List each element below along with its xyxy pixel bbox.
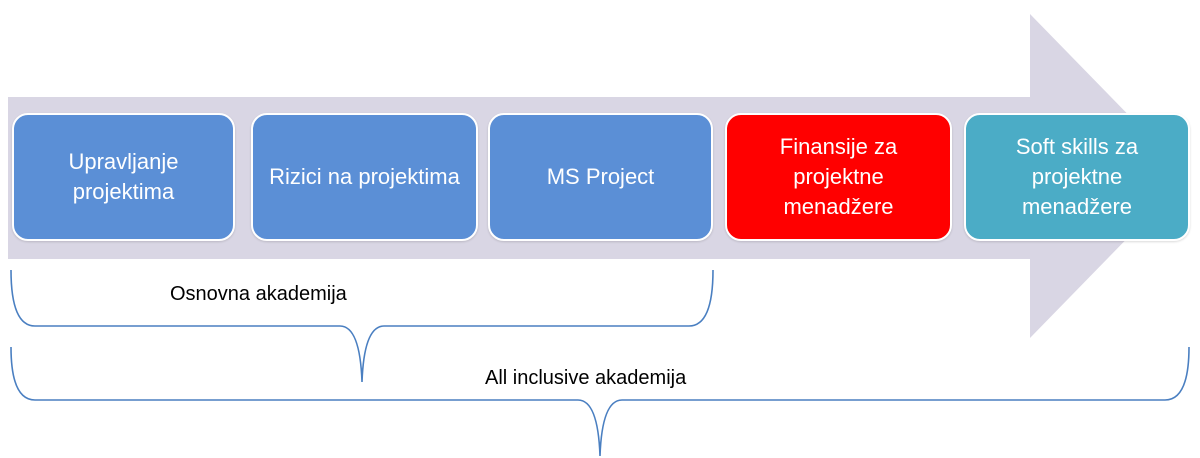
step-label: Soft skills za projektne menadžere — [1015, 134, 1139, 219]
brace-all-inclusive-akademija — [10, 346, 1190, 457]
step-rizici-na-projektima: Rizici na projektima — [251, 113, 478, 241]
step-soft-skills: Soft skills za projektne menadžere — [964, 113, 1190, 241]
group-label-osnovna-akademija: Osnovna akademija — [170, 283, 347, 305]
group-label-all-inclusive-akademija: All inclusive akademija — [485, 367, 687, 389]
brace-osnovna-akademija — [10, 269, 714, 383]
step-finansije: Finansije za projektne menadžere — [725, 113, 952, 241]
step-ms-project: MS Project — [488, 113, 713, 241]
step-upravljanje-projektima: Upravljanje projektima — [12, 113, 235, 241]
step-label: MS Project — [546, 164, 655, 189]
step-label: Rizici na projektima — [269, 164, 460, 189]
step-label: Upravljanje projektima — [68, 149, 179, 204]
step-label: Finansije za projektne menadžere — [779, 134, 898, 219]
